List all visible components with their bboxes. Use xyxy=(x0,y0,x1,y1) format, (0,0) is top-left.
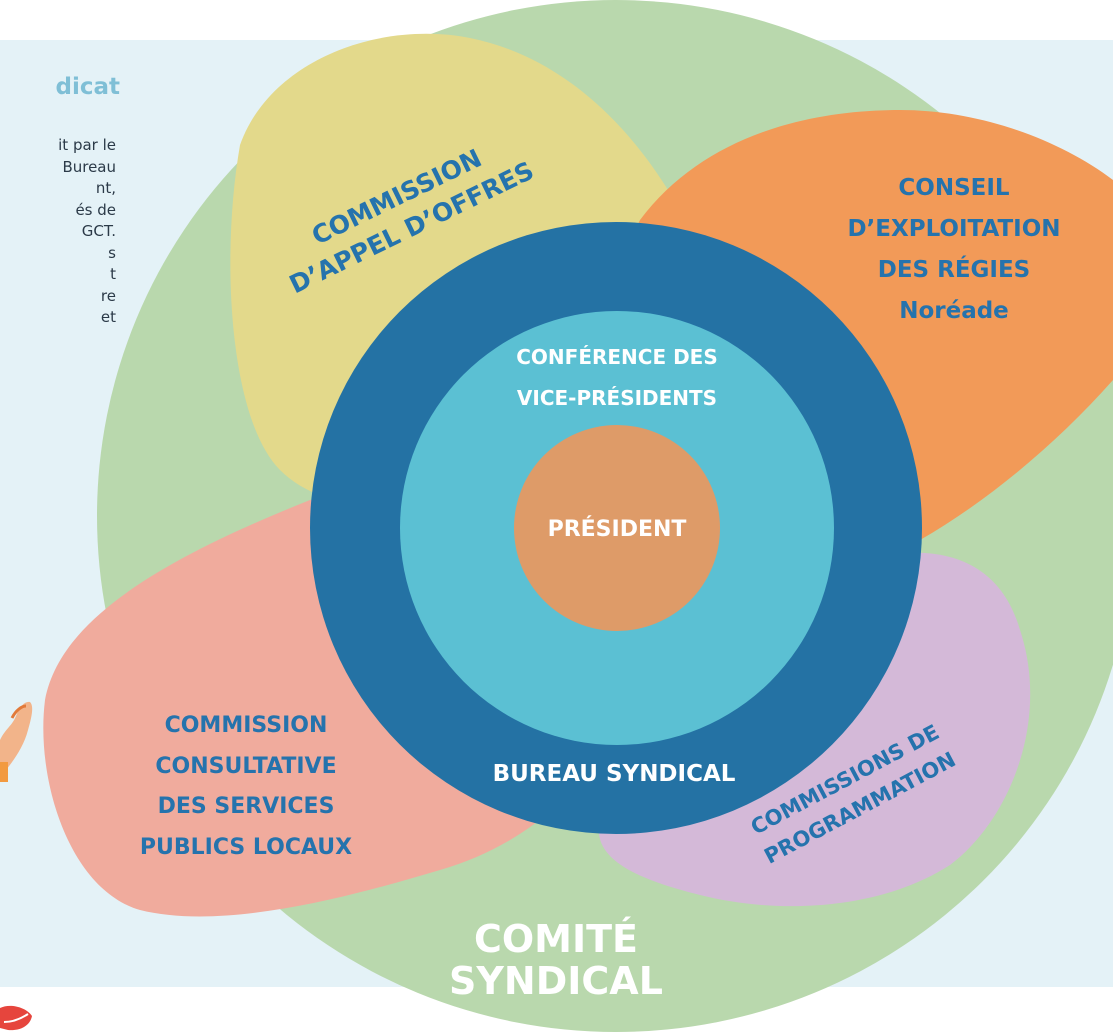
sidebar-paragraph-line: Bureau xyxy=(62,157,116,176)
commission-consultative-label-line4: PUBLICS LOCAUX xyxy=(140,835,352,860)
commission-consultative-label-line3: DES SERVICES xyxy=(158,794,335,819)
sidebar-paragraph-line: nt, xyxy=(95,179,116,197)
conference-vp-label-line1: CONFÉRENCE DES xyxy=(516,345,718,369)
heart-decoration xyxy=(0,1005,32,1031)
conseil-exploitation-label-line2: D’EXPLOITATION xyxy=(847,216,1060,242)
sidebar-paragraph-line: és de xyxy=(75,200,116,219)
conseil-exploitation-label-line4: Noréade xyxy=(899,298,1009,324)
sidebar-paragraph-line: s xyxy=(108,243,116,262)
character-illustration xyxy=(0,701,33,782)
sidebar-paragraph-line: re xyxy=(100,286,116,305)
commission-consultative-label-line1: COMMISSION xyxy=(165,713,328,738)
sidebar-paragraph-line: it par le xyxy=(58,136,116,154)
commission-consultative-label-line2: CONSULTATIVE xyxy=(155,754,336,779)
conseil-exploitation-label-line1: CONSEIL xyxy=(898,175,1010,201)
sidebar-heading: dicat xyxy=(55,74,121,100)
comite-syndical-label-line2: SYNDICAL xyxy=(449,959,663,1003)
conference-vp-label-line2: VICE-PRÉSIDENTS xyxy=(517,386,717,410)
sidebar-paragraph-line: t xyxy=(110,265,116,283)
president-label: PRÉSIDENT xyxy=(548,516,687,542)
comite-syndical-label-line1: COMITÉ xyxy=(474,917,638,961)
sidebar-paragraph-line: GCT. xyxy=(81,222,116,240)
conseil-exploitation-label-line3: DES RÉGIES xyxy=(878,255,1031,283)
bureau-syndical-label: BUREAU SYNDICAL xyxy=(493,761,736,787)
sidebar-paragraph-line: et xyxy=(100,308,116,326)
president-circle xyxy=(514,425,720,631)
